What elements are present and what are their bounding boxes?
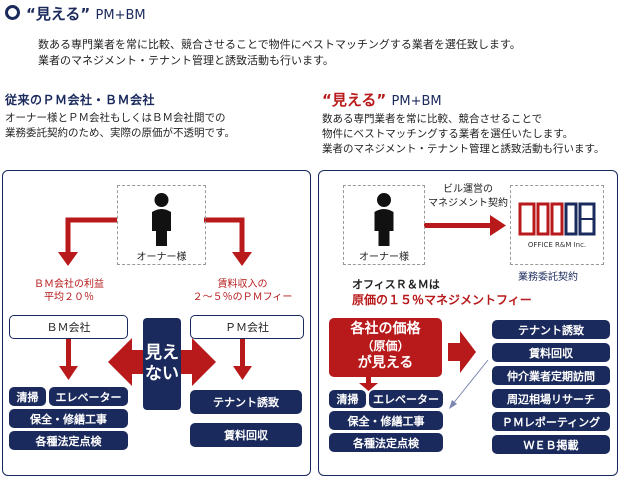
office-rm-logo-icon (518, 202, 596, 236)
visible-line-2: （原価） (361, 339, 410, 353)
person-icon (152, 193, 171, 246)
left-task-elevator: エレベーター (49, 387, 128, 406)
left-task-maintenance: 保全・修繕工事 (9, 409, 128, 428)
arrow-head-pm (232, 252, 252, 266)
right-task-inspection: 各種法定点検 (329, 433, 443, 452)
thin-arrow-line (451, 359, 489, 406)
right-panel (318, 170, 618, 476)
right-task-cleaning: 清掃 (329, 390, 366, 408)
invisible-box: 見え ない (143, 318, 181, 410)
right-task-rent: 賃料回収 (492, 343, 610, 362)
intro-line-1: 数ある専門業者を常に比較、競合させることで物件にベストマッチングする業者を選任致… (38, 38, 521, 51)
contract-line-1: ビル運営の (443, 184, 493, 195)
bm-company-box: ＢＭ会社 (9, 315, 128, 339)
contract-label: ビル運営の マネジメント契約 (423, 183, 513, 211)
left-task-tenant: テナント誘致 (190, 390, 302, 414)
visible-line-1: 各社の価格 (350, 321, 421, 337)
right-section-title: “見える” PM+BM (322, 89, 442, 110)
arrow-price-to-tasks (448, 331, 476, 373)
arrow-right-bm-shaft (366, 377, 371, 385)
arrow-owner-to-pm (204, 217, 245, 255)
left-task-rent: 賃料回収 (190, 423, 302, 447)
office-logo-text: OFFICE R&M Inc. (527, 241, 587, 249)
left-desc-line-1: オーナー様とＰＭ会社もしくはＢＭ会社間での (5, 112, 226, 124)
pm-company-box: ＰＭ会社 (190, 315, 304, 339)
pm-fee-line-1: 賃料収入の (217, 279, 268, 290)
intro-line-2: 業者のマネジメント・テナント管理と誘致活動も行います。 (38, 54, 334, 67)
left-desc-line-2: 業務委託契約のため、実際の原価が不透明です。 (5, 127, 235, 139)
thin-arrow-head (449, 400, 457, 409)
fee-line-1: オフィスＲ＆Ｍは (352, 278, 440, 291)
arrow-pm-tasks-head (233, 366, 252, 380)
right-task-maintenance: 保全・修繕工事 (329, 411, 443, 430)
arrow-contract-head (490, 215, 506, 236)
left-section-title: 従来のＰＭ会社・ＢＭ会社 (5, 93, 156, 107)
right-task-web-listing: ＷＥＢ掲載 (492, 435, 610, 454)
bullet-icon (5, 5, 20, 20)
price-visible-box: 各社の価格 （原価） が見える (329, 318, 442, 377)
left-task-cleaning: 清掃 (9, 387, 46, 406)
fee-line-2: 原価の１５％マネジメントフィー (352, 293, 532, 307)
bm-fee-line-2: 平均２０％ (44, 292, 94, 303)
right-task-tenant: テナント誘致 (492, 320, 610, 339)
right-title-quote: “見える” (322, 91, 387, 109)
right-task-pm-reporting: ＰＭレポーティング (492, 412, 610, 431)
intro-text: 数ある専門業者を常に比較、競合させることで物件にベストマッチングする業者を選任致… (38, 37, 521, 69)
right-owner-box: オーナー様 (343, 185, 425, 265)
title-suffix: PM+BM (95, 8, 146, 23)
right-title-suffix: PM+BM (391, 94, 442, 109)
visible-line-3: が見える (357, 355, 414, 371)
right-owner-label: オーナー様 (359, 252, 409, 263)
arrow-bm-tasks-head (59, 366, 78, 380)
office-logo-box: OFFICE R&M Inc. (510, 185, 604, 265)
left-section-desc: オーナー様とＰＭ会社もしくはＢＭ会社間での 業務委託契約のため、実際の原価が不透… (5, 111, 235, 141)
right-desc-line-3: 業者のマネジメント・テナント管理と誘致活動も行います。 (322, 143, 605, 155)
arrow-bm-tasks-shaft (66, 338, 71, 368)
arrow-right-bm-head (359, 383, 378, 391)
arrow-owner-to-bm (65, 217, 117, 255)
invisible-line-2: ない (145, 364, 179, 384)
right-desc-line-2: 物件にベストマッチングする業者を選任いたします。 (322, 128, 574, 140)
bm-fee-label: ＢＭ会社の利益 平均２０％ (14, 278, 124, 304)
invisible-line-1: 見え (145, 343, 179, 363)
left-panel (2, 170, 311, 476)
person-icon (374, 193, 394, 246)
left-owner-box: オーナー様 (117, 185, 206, 265)
outsourcing-label: 業務委託契約 (518, 272, 578, 283)
left-owner-label: オーナー様 (136, 252, 187, 263)
right-section-desc: 数ある専門業者を常に比較、競合させることで 物件にベストマッチングする業者を選任… (322, 112, 604, 157)
arrow-pm-tasks-shaft (240, 338, 245, 368)
pm-fee-label: 賃料収入の ２～５％のＰＭフィー (180, 278, 305, 304)
arrow-contract-shaft (424, 223, 492, 228)
page-title: “見える” PM+BM (5, 3, 146, 24)
left-task-inspection: 各種法定点検 (9, 431, 128, 450)
right-task-market-research: 周辺相場リサーチ (492, 389, 610, 408)
right-task-broker-visit: 仲介業者定期訪問 (492, 366, 610, 385)
right-task-elevator: エレベーター (369, 390, 443, 408)
right-desc-line-1: 数ある専門業者を常に比較、競合させることで (322, 113, 543, 125)
pm-fee-line-2: ２～５％のＰＭフィー (192, 292, 293, 303)
arrow-head-bm (58, 252, 78, 266)
bm-fee-line-1: ＢＭ会社の利益 (34, 279, 104, 290)
title-quote: “見える” (26, 5, 91, 23)
contract-line-2: マネジメント契約 (428, 198, 508, 209)
